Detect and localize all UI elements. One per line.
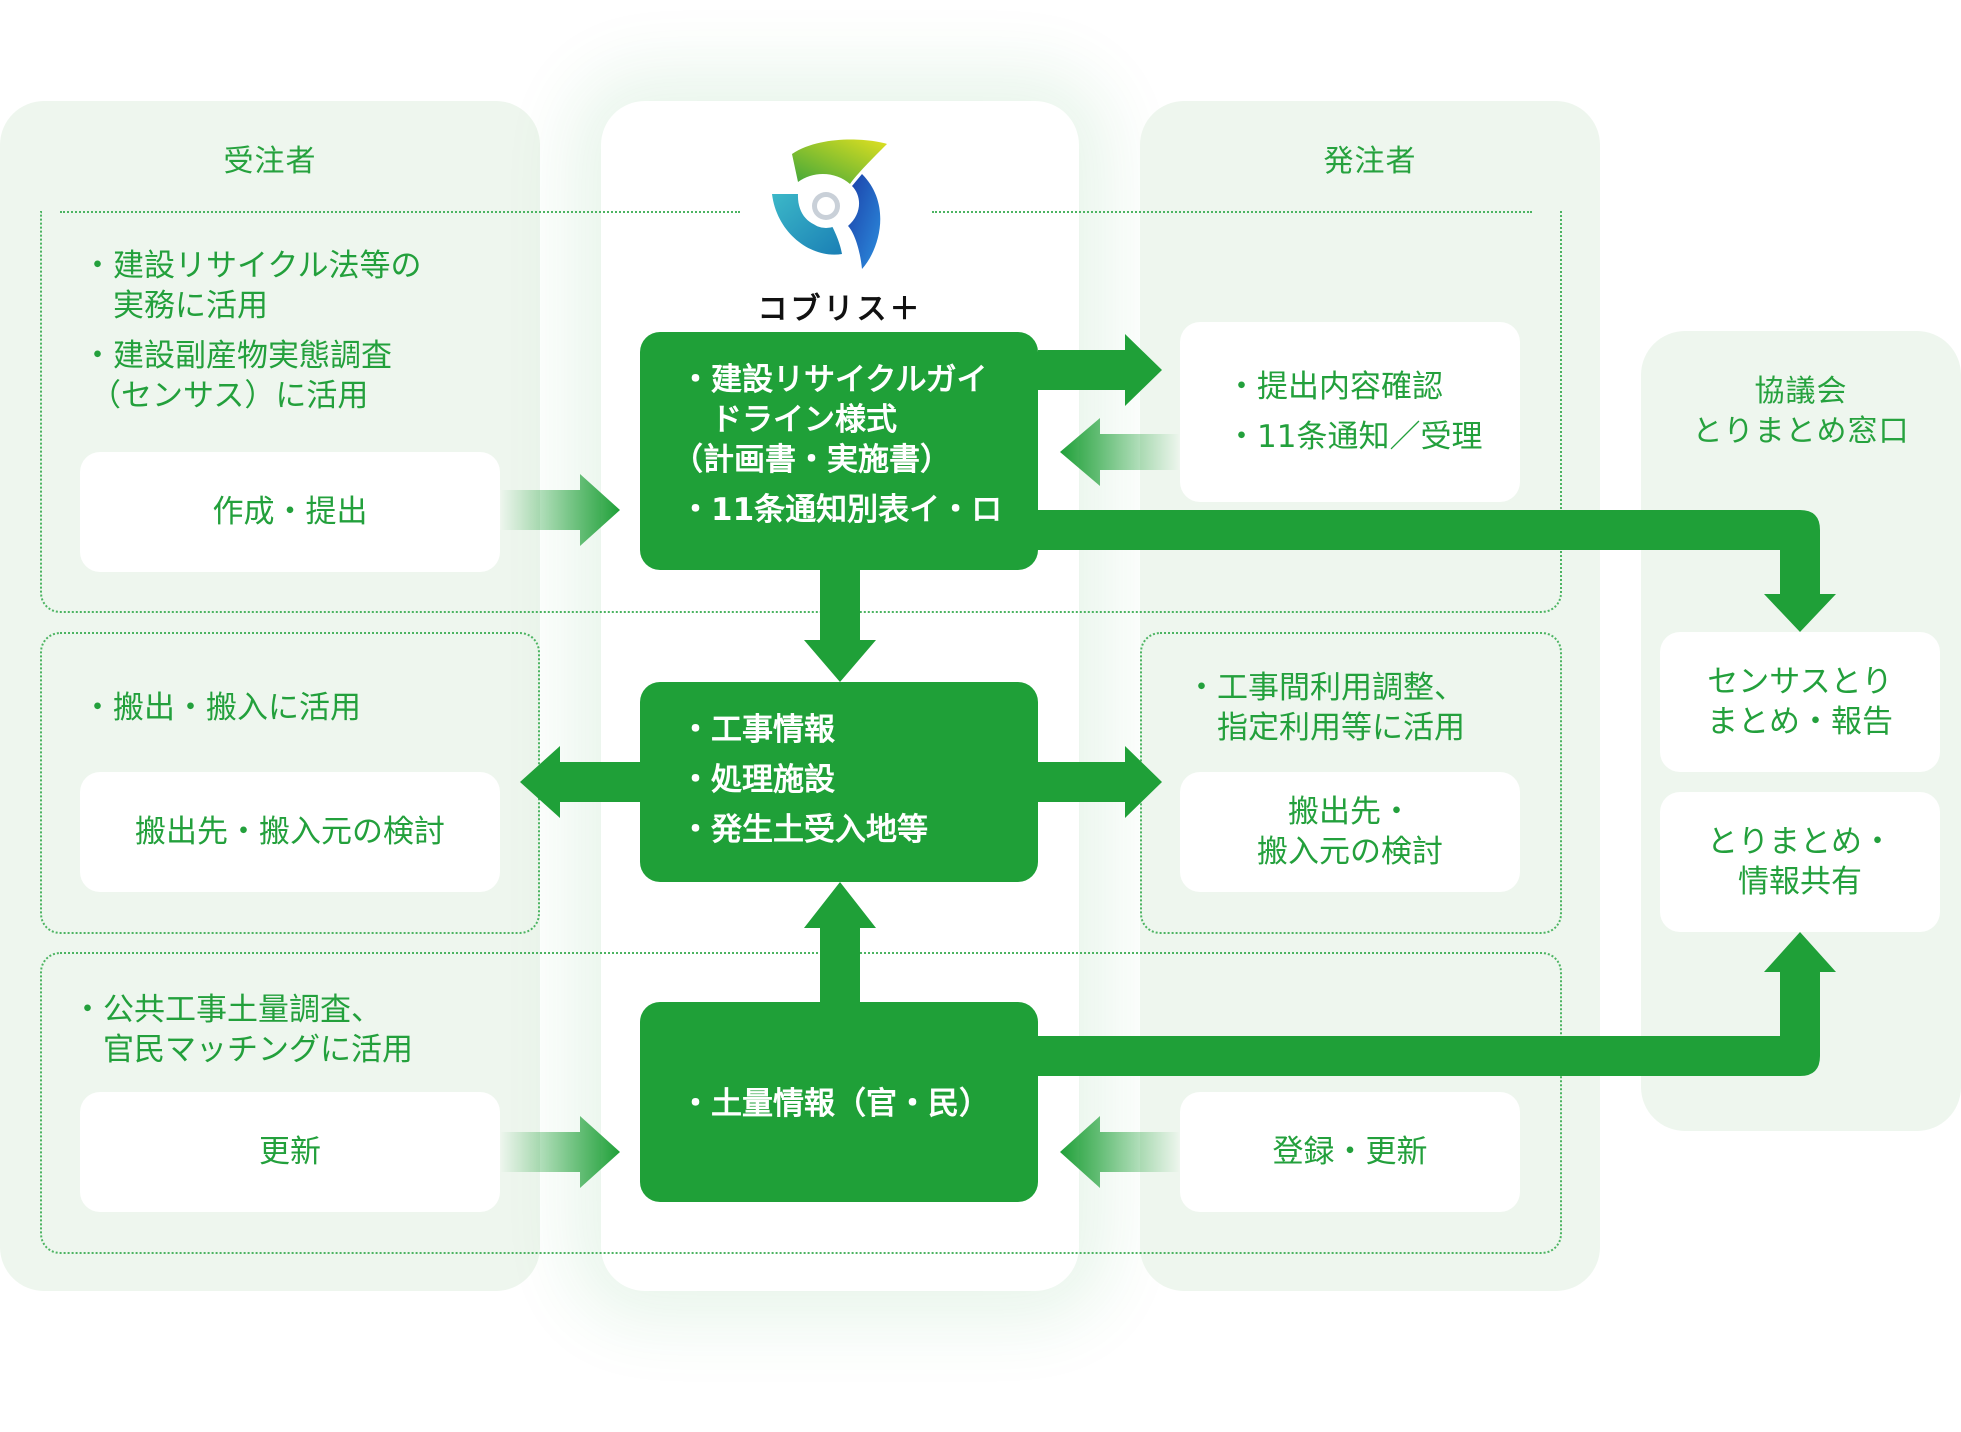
orderer-destination-line2: 搬入元の検討 xyxy=(1257,834,1443,870)
soil-info-line: ・土量情報（官・民） xyxy=(680,1086,990,1122)
copris-logo-icon xyxy=(772,139,887,269)
info-sharing-line2: 情報共有 xyxy=(1738,864,1862,900)
soil-info-box: ・土量情報（官・民） xyxy=(640,1002,1038,1202)
contractor-note-line1: ・建設リサイクル法等の xyxy=(82,248,422,284)
orderer-destination-line1: 搬出先・ xyxy=(1288,794,1412,830)
arrow-box3-to-box2 xyxy=(804,882,876,1002)
council-title-line2: とりまとめ窓口 xyxy=(1692,414,1910,449)
recycle-guideline-box: ・建設リサイクルガイ ドライン様式 （計画書・実施書） ・11条通知別表イ・ロ xyxy=(640,332,1038,570)
copris-logo-text: コブリス＋ xyxy=(757,292,923,327)
recycle-guideline-line3: （計画書・実施書） xyxy=(672,442,951,478)
contractor-title: 受注者 xyxy=(223,144,317,179)
orderer-destination-box: 搬出先・ 搬入元の検討 xyxy=(1180,772,1520,892)
council-title-line1: 協議会 xyxy=(1754,374,1848,409)
submission-check-box: ・提出内容確認 ・11条通知／受理 xyxy=(1180,322,1520,502)
arrow-center-to-council xyxy=(1038,510,1836,632)
contractor-note-line4: （センサス）に活用 xyxy=(90,378,369,414)
section1-top-line-left xyxy=(60,211,740,213)
arrow-update-to-center xyxy=(500,1116,620,1188)
orderer-section2-note-line2: 指定利用等に活用 xyxy=(1186,710,1465,746)
contractor-section3-note-line1: ・公共工事土量調査、 xyxy=(72,992,382,1028)
arrow-submit-to-center xyxy=(500,474,620,546)
arrow-box2-to-contractor xyxy=(520,746,640,818)
section3-frame xyxy=(40,952,1562,1254)
arrow-box2-to-orderer xyxy=(1038,746,1162,818)
contractor-destination-box: 搬出先・搬入元の検討 xyxy=(80,772,500,892)
recycle-guideline-line4: ・11条通知別表イ・ロ xyxy=(680,492,1003,528)
submission-check-line1: ・提出内容確認 xyxy=(1226,369,1443,405)
contractor-section2-note: ・搬出・搬入に活用 xyxy=(82,690,361,726)
create-submit-box: 作成・提出 xyxy=(80,452,500,572)
arrow-orderer-to-center xyxy=(1060,418,1180,486)
orderer-title: 発注者 xyxy=(1323,144,1417,179)
census-report-box: センサスとり まとめ・報告 xyxy=(1660,632,1940,772)
construction-info-line3: ・発生土受入地等 xyxy=(680,812,928,848)
contractor-note-line2: 実務に活用 xyxy=(82,288,268,324)
info-sharing-line1: とりまとめ・ xyxy=(1707,824,1893,860)
info-sharing-box: とりまとめ・ 情報共有 xyxy=(1660,792,1940,932)
arrow-register-to-center xyxy=(1060,1116,1180,1188)
section1-top-line-right xyxy=(932,211,1532,213)
arrow-center-to-orderer xyxy=(1038,334,1162,406)
recycle-guideline-line1: ・建設リサイクルガイ xyxy=(680,362,988,398)
construction-info-line1: ・工事情報 xyxy=(680,712,835,748)
register-update-box: 登録・更新 xyxy=(1180,1092,1520,1212)
arrow-box3-to-council xyxy=(1038,932,1836,1076)
census-report-line2: まとめ・報告 xyxy=(1707,704,1893,740)
construction-info-line2: ・処理施設 xyxy=(680,762,835,798)
arrow-box1-to-box2 xyxy=(804,568,876,682)
submission-check-line2: ・11条通知／受理 xyxy=(1226,419,1483,455)
orderer-section2-note-line1: ・工事間利用調整、 xyxy=(1186,670,1465,706)
recycle-guideline-line2: ドライン様式 xyxy=(680,402,897,438)
construction-info-box: ・工事情報 ・処理施設 ・発生土受入地等 xyxy=(640,682,1038,882)
contractor-section3-note-line2: 官民マッチングに活用 xyxy=(72,1032,413,1068)
census-report-line1: センサスとり xyxy=(1707,664,1893,700)
section1-frame xyxy=(40,211,1562,613)
update-box: 更新 xyxy=(80,1092,500,1212)
contractor-note-line3: ・建設副産物実態調査 xyxy=(82,338,392,374)
